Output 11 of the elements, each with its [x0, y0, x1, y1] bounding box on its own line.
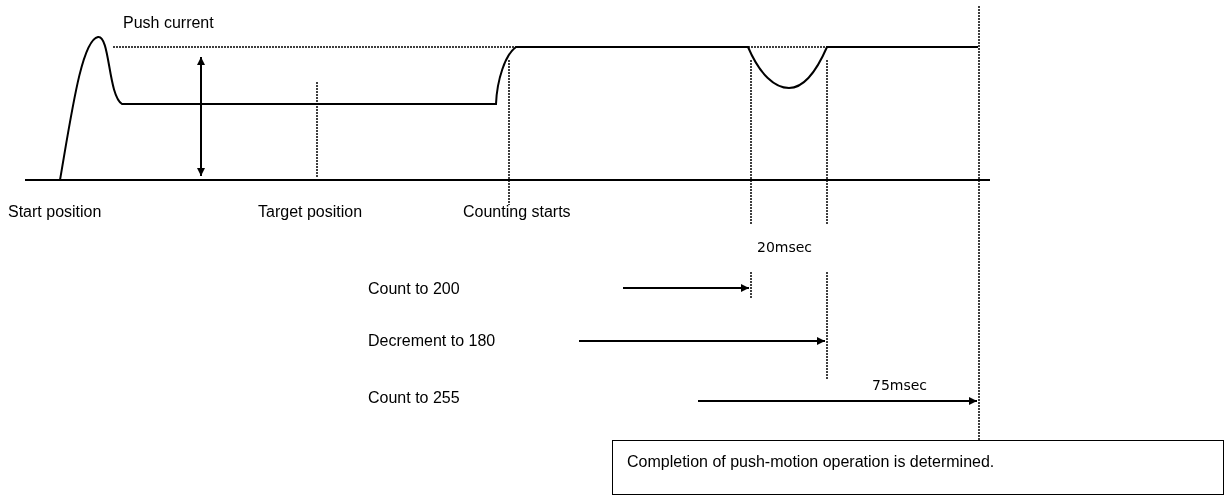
position-label: Target position — [258, 203, 363, 221]
position-label: Start position — [8, 203, 102, 221]
count-label: Decrement to 180 — [368, 332, 496, 350]
duration-label: 20msec — [757, 238, 813, 256]
count-label: Count to 255 — [368, 389, 460, 407]
position-label: Counting starts — [463, 203, 571, 221]
duration-label: 75msec — [872, 376, 928, 394]
count-label: Count to 200 — [368, 280, 460, 298]
note-text: Completion of push-motion operation is determined. — [627, 453, 995, 470]
note-box — [612, 440, 1224, 495]
axis-label: Push current — [123, 14, 214, 32]
